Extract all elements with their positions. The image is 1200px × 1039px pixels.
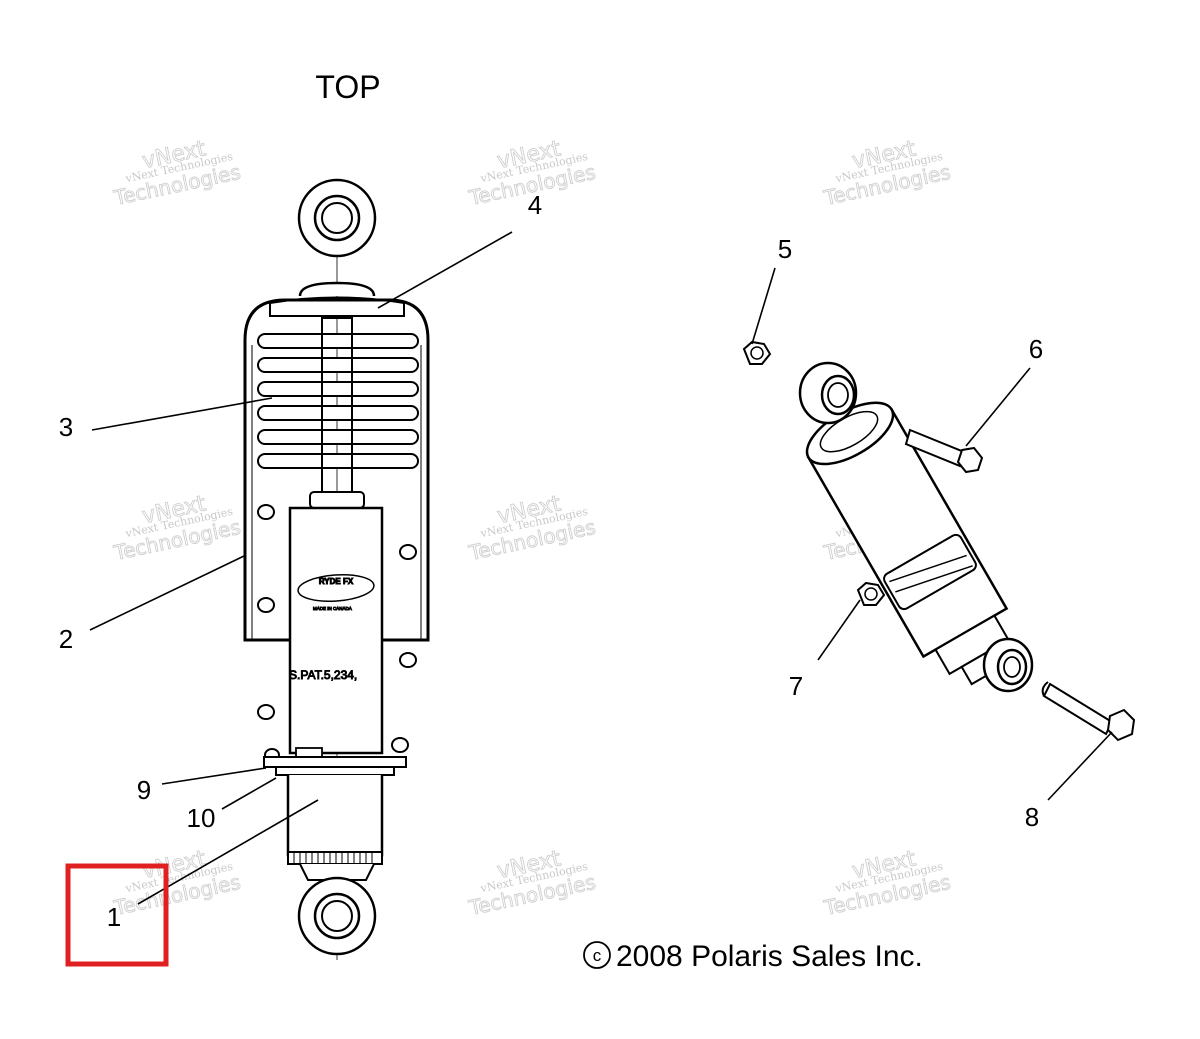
leader-9 (161, 767, 267, 785)
top-cap (298, 281, 376, 297)
orientation-label: TOP (315, 69, 380, 105)
lower-spring-seat (263, 756, 407, 776)
callout-1[interactable]: 1 (107, 902, 121, 932)
leader-3 (91, 397, 273, 431)
lower-body (286, 775, 384, 857)
callout-4[interactable]: 4 (528, 190, 542, 220)
callout-9[interactable]: 9 (137, 775, 151, 805)
callout-5[interactable]: 5 (778, 234, 792, 264)
spring-cover (243, 298, 430, 642)
patent-text: S.PAT.5,234, (289, 668, 357, 682)
watermark: vNext vNext Technologies Technologies (821, 846, 954, 921)
callout-3[interactable]: 3 (59, 412, 73, 442)
leader-5 (751, 267, 776, 345)
copyright-text: 2008 Polaris Sales Inc. (616, 940, 923, 973)
watermark: vNext vNext Technologies Technologies (111, 491, 244, 566)
callout-10[interactable]: 10 (187, 803, 216, 833)
lock-nut-5 (742, 340, 772, 365)
installed-shock-view (742, 340, 1136, 742)
top-mount-eye (297, 178, 377, 258)
brand-logo: RYDE FX MADE IN CANADA (297, 574, 375, 612)
callout-highlight-box (65, 863, 169, 967)
shock-assembly-exploded: RYDE FX MADE IN CANADA S.PAT.5,234, (243, 178, 430, 960)
copyright-symbol: c (593, 946, 602, 965)
callout-6[interactable]: 6 (1029, 334, 1043, 364)
small-bottom-eye (982, 637, 1034, 693)
svg-text:MADE IN CANADA: MADE IN CANADA (313, 606, 352, 611)
callouts: 1 2 3 4 5 6 7 8 9 10 (59, 190, 1043, 932)
leader-4 (377, 231, 513, 309)
svg-text:RYDE FX: RYDE FX (319, 577, 354, 586)
leader-8 (1047, 731, 1113, 801)
coil-spring (257, 333, 419, 762)
bolt-6 (904, 428, 984, 474)
bolt-8 (1041, 681, 1136, 742)
watermark: vNext vNext Technologies Technologies (111, 846, 244, 921)
callout-2[interactable]: 2 (59, 624, 73, 654)
copyright-notice: c 2008 Polaris Sales Inc. (583, 940, 923, 973)
leader-10 (221, 777, 277, 810)
leader-6 (965, 367, 1031, 447)
callout-8[interactable]: 8 (1025, 802, 1039, 832)
lock-nut-7 (856, 581, 886, 606)
leader-2 (89, 555, 245, 631)
watermark: vNext vNext Technologies Technologies (466, 846, 599, 921)
callout-7[interactable]: 7 (789, 671, 803, 701)
watermark: vNext vNext Technologies Technologies (821, 136, 954, 211)
shock-body (288, 506, 384, 755)
watermark: vNext vNext Technologies Technologies (111, 136, 244, 211)
watermark-layer: vNext vNext Technologies Technologies vN… (111, 136, 954, 921)
leader-7 (817, 599, 861, 661)
watermark: vNext vNext Technologies Technologies (466, 491, 599, 566)
bottom-mount-eye (297, 876, 377, 956)
small-top-eye (798, 361, 858, 425)
